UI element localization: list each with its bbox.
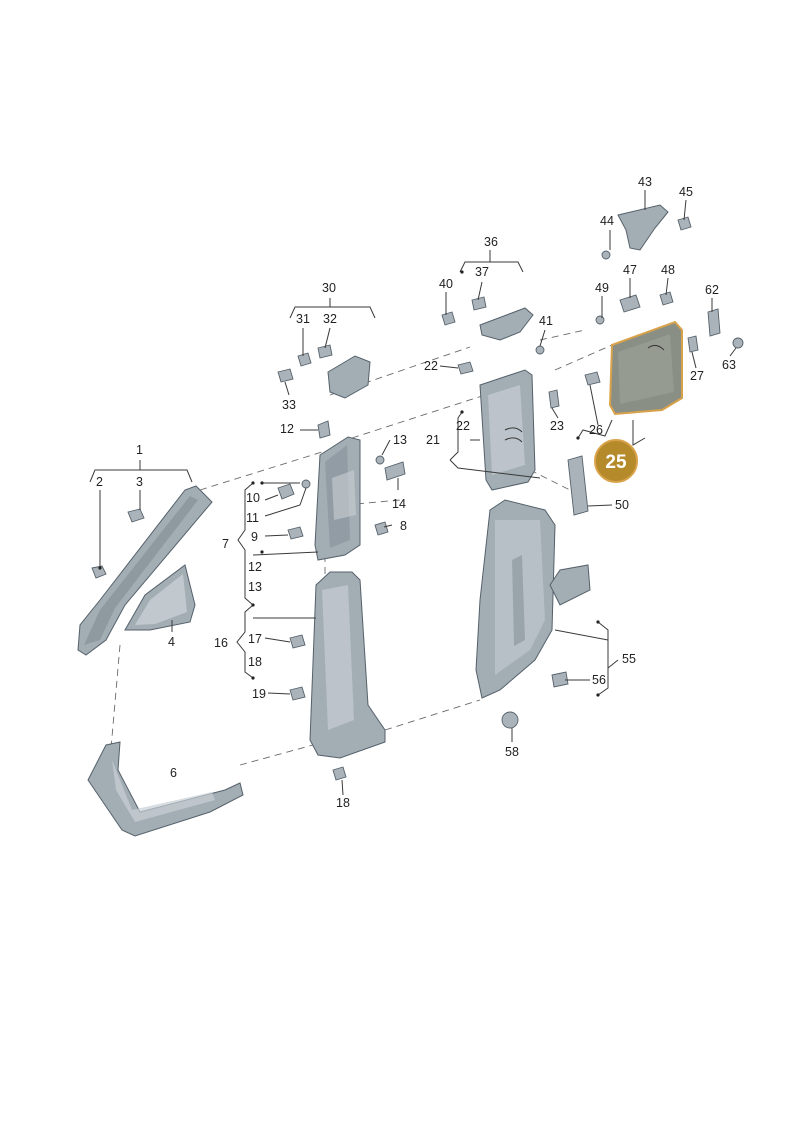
clip-assembly-30 [277, 344, 371, 399]
callout-48: 48 [661, 263, 675, 277]
triangle-trim [124, 564, 196, 631]
highlighted-part-25 [608, 320, 683, 416]
callout-31: 31 [296, 312, 310, 326]
callout-21: 21 [426, 433, 440, 447]
callout-8: 8 [400, 519, 407, 533]
callout-40: 40 [439, 277, 453, 291]
callout-62: 62 [705, 283, 719, 297]
callout-32: 32 [323, 312, 337, 326]
callout-10: 10 [246, 491, 260, 505]
callout-45: 45 [679, 185, 693, 199]
callout-56: 56 [592, 673, 606, 687]
callout-36: 36 [484, 235, 498, 249]
callout-19: 19 [252, 687, 266, 701]
sill-trim [87, 741, 244, 837]
callout-44: 44 [600, 214, 614, 228]
callout-7: 7 [222, 537, 229, 551]
callout-58: 58 [505, 745, 519, 759]
callout-37: 37 [475, 265, 489, 279]
callout-55: 55 [622, 652, 636, 666]
b-pillar-lower-trim [309, 571, 386, 759]
part-25-badge: 25 [594, 439, 638, 483]
callout-43: 43 [638, 175, 652, 189]
callout-50: 50 [615, 498, 629, 512]
callout-22-lower: 22 [456, 419, 470, 433]
callout-27: 27 [690, 369, 704, 383]
callout-13-lower: 13 [248, 580, 262, 594]
callout-47: 47 [623, 263, 637, 277]
callout-26: 26 [589, 423, 603, 437]
callout-4: 4 [168, 635, 175, 649]
part-25-badge-label: 25 [605, 452, 627, 473]
callout-labels: 1 2 3 4 6 7 8 9 10 11 12 12 13 13 14 16 … [96, 175, 736, 810]
callout-41: 41 [539, 314, 553, 328]
leader-lines [89, 190, 737, 796]
callout-18-bottom: 18 [336, 796, 350, 810]
callout-17: 17 [248, 632, 262, 646]
callout-30: 30 [322, 281, 336, 295]
callout-11: 11 [246, 511, 259, 525]
callout-2: 2 [96, 475, 103, 489]
callout-63: 63 [722, 358, 736, 372]
callout-22-upper: 22 [424, 359, 438, 373]
a-pillar-trim [77, 485, 213, 656]
callout-1: 1 [136, 443, 143, 457]
callout-3: 3 [136, 475, 143, 489]
callout-49: 49 [595, 281, 609, 295]
b-pillar-upper-trim [314, 436, 361, 561]
callout-16: 16 [214, 636, 228, 650]
callout-23: 23 [550, 419, 564, 433]
c-pillar-upper-trim [479, 369, 536, 491]
bracket-43 [595, 204, 692, 325]
leader-dots [98, 270, 600, 697]
clip-assembly-36 [441, 296, 545, 355]
callout-13-upper: 13 [393, 433, 407, 447]
callout-12-lower: 12 [248, 560, 262, 574]
callout-18-left: 18 [248, 655, 262, 669]
rear-quarter-trim [475, 499, 591, 699]
callout-6: 6 [170, 766, 177, 780]
callout-9: 9 [251, 530, 258, 544]
small-fasteners [91, 308, 744, 781]
callout-33: 33 [282, 398, 296, 412]
callout-14: 14 [392, 497, 406, 511]
callout-12-upper: 12 [280, 422, 294, 436]
